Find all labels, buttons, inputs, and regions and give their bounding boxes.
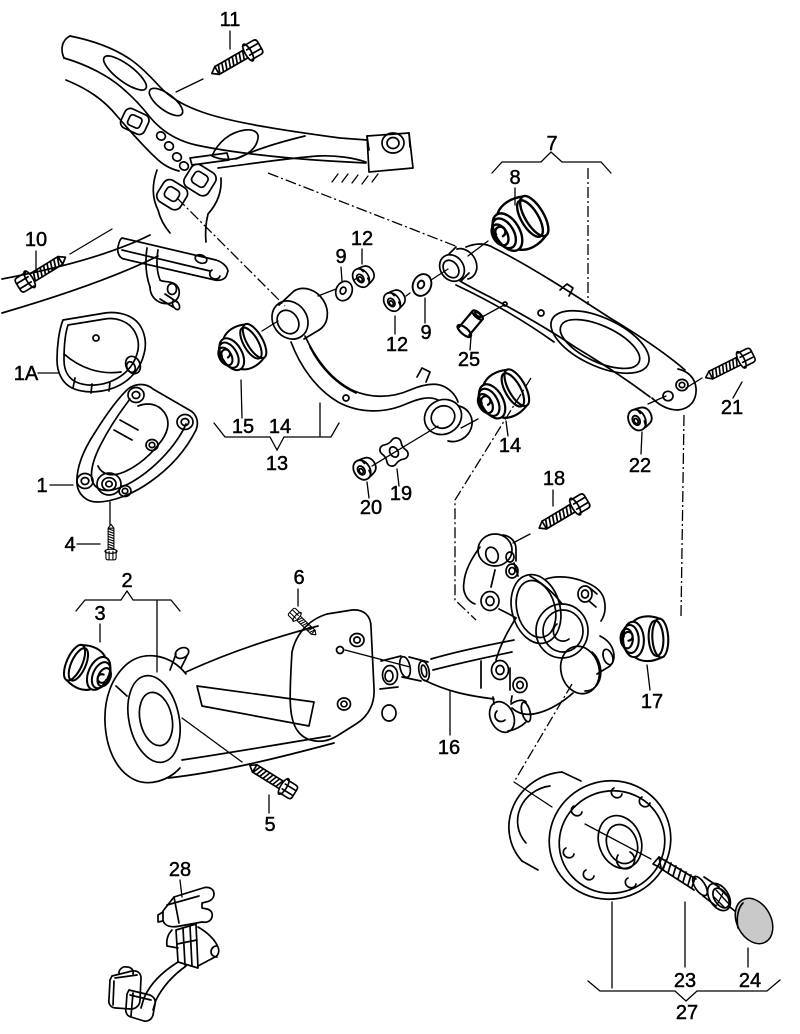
svg-text:16: 16: [438, 737, 460, 759]
svg-text:14: 14: [269, 416, 291, 438]
svg-text:1A: 1A: [14, 363, 39, 385]
svg-text:9: 9: [335, 246, 346, 268]
svg-text:24: 24: [739, 970, 761, 992]
svg-text:8: 8: [509, 167, 520, 189]
svg-text:10: 10: [25, 229, 47, 251]
svg-text:20: 20: [360, 497, 382, 519]
svg-text:1: 1: [36, 475, 47, 497]
svg-text:19: 19: [390, 483, 412, 505]
svg-text:9: 9: [420, 322, 431, 344]
svg-text:6: 6: [293, 567, 304, 589]
svg-text:3: 3: [94, 603, 105, 625]
svg-text:2: 2: [121, 570, 132, 592]
svg-text:25: 25: [458, 349, 480, 371]
svg-text:12: 12: [386, 334, 408, 356]
svg-text:18: 18: [543, 468, 565, 490]
svg-text:17: 17: [641, 691, 663, 713]
svg-text:22: 22: [629, 455, 651, 477]
svg-text:28: 28: [169, 859, 191, 881]
svg-text:7: 7: [546, 133, 557, 155]
svg-text:5: 5: [264, 814, 275, 836]
svg-text:12: 12: [351, 228, 373, 250]
svg-text:27: 27: [676, 1002, 698, 1024]
svg-text:15: 15: [232, 416, 254, 438]
svg-text:23: 23: [674, 970, 696, 992]
svg-text:14: 14: [499, 435, 521, 457]
svg-text:13: 13: [266, 453, 288, 475]
svg-text:11: 11: [220, 9, 241, 31]
svg-text:4: 4: [64, 534, 75, 556]
svg-text:21: 21: [721, 397, 743, 419]
